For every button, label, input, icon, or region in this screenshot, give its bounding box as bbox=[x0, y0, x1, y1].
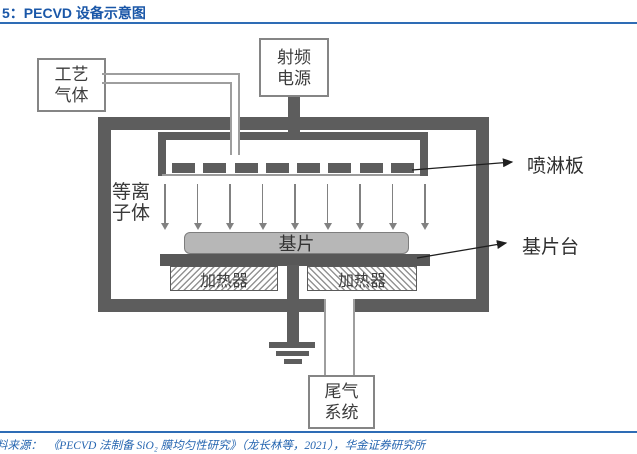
exhaust-pipe bbox=[324, 299, 355, 375]
gas-pipe-top-line bbox=[102, 73, 239, 75]
top-divider bbox=[0, 22, 637, 24]
showerhead-top-bar bbox=[158, 132, 428, 140]
plasma-arrows bbox=[161, 184, 429, 230]
gas-pipe-vertical bbox=[230, 82, 240, 155]
shower-hole-icon bbox=[203, 163, 227, 173]
shower-hole-icon bbox=[234, 163, 258, 173]
rf-feed-column bbox=[288, 92, 300, 140]
plasma-label: 等离子体 bbox=[112, 182, 151, 224]
substrate-label: 基片 bbox=[278, 234, 315, 254]
plasma-arrow-icon bbox=[258, 184, 267, 230]
shower-hole-icon bbox=[265, 163, 289, 173]
shower-plate-label: 喷淋板 bbox=[527, 156, 585, 177]
rf-power-box: 射频电源 bbox=[259, 38, 329, 97]
gas-pipe-corner bbox=[238, 73, 240, 84]
shower-hole-icon bbox=[390, 163, 414, 173]
heater-right-label: 加热器 bbox=[337, 272, 386, 290]
shower-holes bbox=[172, 163, 414, 173]
ground-symbol bbox=[276, 351, 309, 356]
source-note: 料来源： 《PECVD 法制备 SiO₂ 膜均匀性研究》（龙长林等，2021），… bbox=[0, 440, 426, 452]
substrate: 基片 bbox=[184, 232, 409, 254]
plasma-arrow-icon bbox=[193, 184, 202, 230]
exhaust-system-box: 尾气系统 bbox=[308, 375, 375, 429]
heater-left: 加热器 bbox=[170, 266, 278, 291]
heater-right: 加热器 bbox=[307, 266, 417, 291]
showerhead-right-wall bbox=[420, 132, 428, 176]
plasma-arrow-icon bbox=[323, 184, 332, 230]
gas-pipe-bottom-line bbox=[102, 82, 230, 84]
plasma-arrow-icon bbox=[421, 184, 429, 230]
plasma-arrow-icon bbox=[388, 184, 397, 230]
heater-left-label: 加热器 bbox=[199, 272, 248, 290]
stage-support-column bbox=[287, 265, 299, 343]
shower-plate-edge bbox=[162, 174, 420, 176]
process-gas-box: 工艺气体 bbox=[37, 58, 106, 112]
process-gas-label: 工艺气体 bbox=[54, 65, 89, 105]
ground-symbol bbox=[269, 342, 315, 348]
shower-hole-icon bbox=[297, 163, 321, 173]
stage-label: 基片台 bbox=[522, 237, 580, 258]
exhaust-system-label: 尾气系统 bbox=[324, 382, 359, 422]
plasma-arrow-icon bbox=[291, 184, 299, 230]
plasma-arrow-icon bbox=[226, 184, 234, 230]
shower-hole-icon bbox=[172, 163, 195, 173]
shower-hole-icon bbox=[359, 163, 383, 173]
figure-title: 5：PECVD 设备示意图 bbox=[2, 5, 146, 21]
showerhead-left-wall bbox=[158, 132, 166, 176]
shower-hole-icon bbox=[328, 163, 352, 173]
substrate-stage bbox=[160, 254, 430, 266]
rf-power-label: 射频电源 bbox=[277, 47, 311, 88]
plasma-arrow-icon bbox=[356, 184, 364, 230]
bottom-divider bbox=[0, 431, 637, 433]
plasma-arrow-icon bbox=[161, 184, 169, 230]
ground-symbol bbox=[284, 359, 302, 364]
